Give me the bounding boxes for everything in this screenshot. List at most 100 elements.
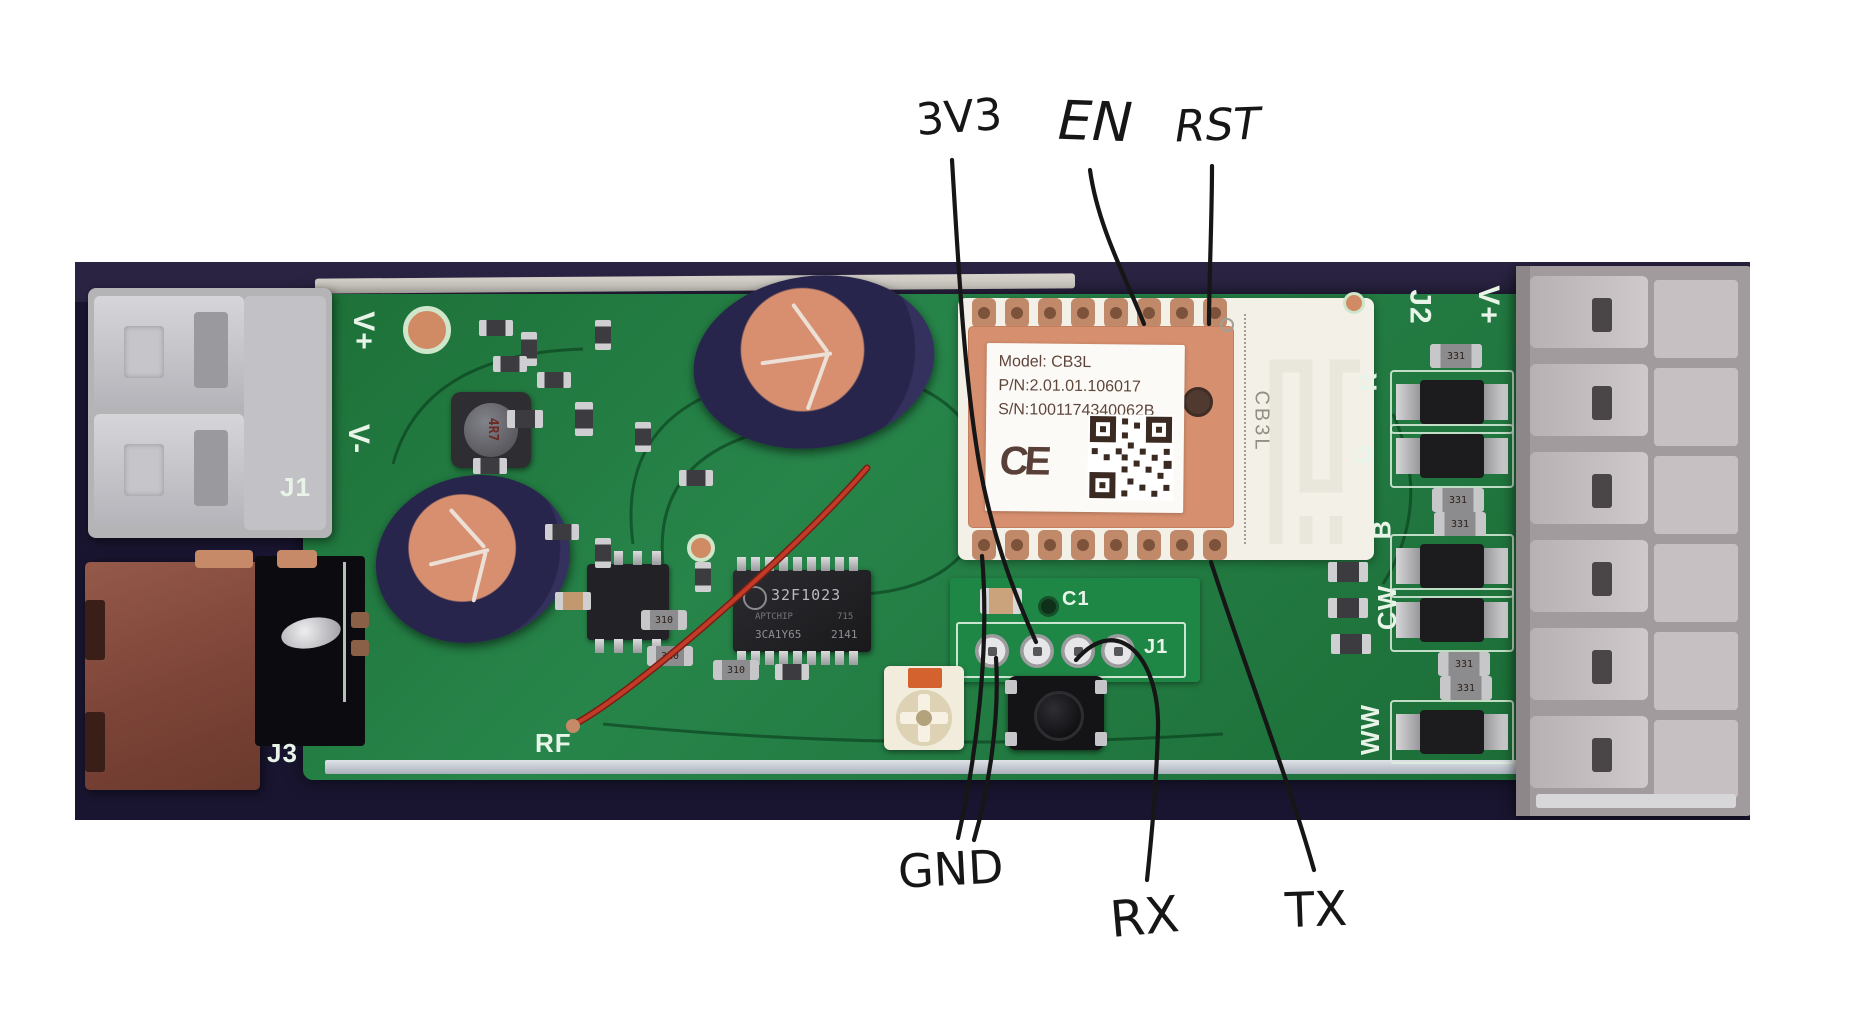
terminal-lever <box>1530 628 1648 700</box>
mosfet-pad <box>1484 438 1508 474</box>
lever-notch <box>124 326 164 378</box>
module-pin-bottom <box>1071 530 1095 560</box>
pin-hole <box>978 539 990 551</box>
module-pin-bottom-tx <box>1203 530 1227 560</box>
silk-outline-box <box>1390 700 1514 764</box>
mosfet-body <box>1420 710 1484 754</box>
channel-mosfet <box>1390 370 1514 434</box>
uart-pad-3v3 <box>975 634 1009 668</box>
pin-hole <box>1011 539 1023 551</box>
mosfet-body <box>1420 380 1484 424</box>
module-label-sticker: Model: CB3L P/N:2.01.01.106017 S/N:10011… <box>985 342 1185 514</box>
mosfet-pad <box>1484 548 1508 584</box>
smd-resistor <box>473 458 507 474</box>
button-clip <box>1095 732 1107 746</box>
mounting-hole <box>403 306 451 354</box>
smd-resistor-331: 331 <box>1430 344 1482 368</box>
pin-hole <box>1077 307 1089 319</box>
module-dotted-divider <box>1244 314 1246 544</box>
mcu-marking-1: 32F1023 <box>771 586 842 604</box>
cb3l-wifi-module: Model: CB3L P/N:2.01.01.106017 S/N:10011… <box>958 298 1374 560</box>
ic-pin <box>779 651 788 665</box>
terminal-block-cell <box>1654 720 1738 798</box>
pin-hole <box>1011 307 1023 319</box>
connector-ridge <box>85 600 105 660</box>
lever-notch <box>124 444 164 496</box>
ic-pin <box>614 551 623 565</box>
ic-pin <box>633 551 642 565</box>
smd-resistor <box>635 422 651 452</box>
pin-hole <box>1077 539 1089 551</box>
pin-hole <box>1176 307 1188 319</box>
red-wire <box>566 464 871 733</box>
silk-outline-box <box>1390 588 1514 652</box>
mcu-logo <box>743 586 767 610</box>
silkscreen-c1: C1 <box>1062 588 1090 610</box>
smd-resistor <box>775 664 809 680</box>
terminal-lever <box>94 414 244 526</box>
rotor-center <box>916 710 932 726</box>
copper-pad <box>195 550 253 568</box>
module-pin-bottom <box>1104 530 1128 560</box>
silk-divider-line <box>343 562 346 702</box>
lever-slot <box>194 430 228 506</box>
smd-resistor-331: 331 <box>1440 676 1492 700</box>
module-pin-bottom <box>972 530 996 560</box>
module-pin-top <box>1104 298 1128 328</box>
mosfet-body <box>1420 434 1484 478</box>
ic-pin <box>793 651 802 665</box>
ic-pin <box>737 651 746 665</box>
line-gnd-a <box>955 553 987 841</box>
smd-resistor <box>537 372 571 388</box>
terminal-block-cell <box>1654 632 1738 710</box>
smd-resistor <box>493 356 527 372</box>
pad-center <box>1074 647 1083 656</box>
mosfet-body <box>1420 598 1484 642</box>
brown-connector-j3 <box>85 562 260 790</box>
module-pin-bottom <box>1005 530 1029 560</box>
smd-resistor <box>545 524 579 540</box>
via-hole <box>1343 292 1365 314</box>
line-3v3 <box>949 157 1039 645</box>
terminal-block-cell <box>1654 544 1738 622</box>
module-fiducial-ring <box>1220 318 1234 332</box>
ic-pin <box>835 651 844 665</box>
uart-pad-rx <box>1061 634 1095 668</box>
solder-pad <box>351 640 369 656</box>
terminal-lever <box>1530 364 1648 436</box>
module-pin-top <box>1170 298 1194 328</box>
module-pin-top <box>972 298 996 328</box>
qr-code <box>1087 414 1175 501</box>
line-rst <box>1206 163 1215 327</box>
smd-resistor <box>595 320 611 350</box>
mcu-marking-2b: 715 <box>837 612 854 622</box>
mosfet-pad <box>1484 602 1508 638</box>
module-pin-bottom <box>1137 530 1161 560</box>
module-pin-top <box>1038 298 1062 328</box>
ic-pin <box>751 557 760 571</box>
smd-resistor-310: 310 <box>641 610 687 630</box>
pad-center <box>1114 647 1123 656</box>
ic-pin <box>807 557 816 571</box>
mosfet-pad <box>1396 438 1420 474</box>
ic-pin <box>652 551 661 565</box>
pad-center <box>988 647 997 656</box>
pin-hole <box>1143 539 1155 551</box>
ic-pin <box>751 651 760 665</box>
channel-edge-strip <box>325 760 1525 774</box>
ic-pin <box>849 557 858 571</box>
terminal-block-cell <box>1654 456 1738 534</box>
silkscreen-j3: J3 <box>267 738 298 768</box>
smd-resistor <box>679 470 713 486</box>
smd-capacitor <box>555 592 591 610</box>
ic-pin <box>821 651 830 665</box>
mcu-marking-3b: 2141 <box>831 628 858 641</box>
via-hole <box>1038 596 1059 617</box>
smd-resistor-310: 310 <box>713 660 759 680</box>
pin-hole <box>1143 307 1155 319</box>
trimmer-rotor <box>896 690 952 746</box>
connector-ridge <box>85 712 105 772</box>
module-pin-top <box>1071 298 1095 328</box>
terminal-lever <box>94 296 244 408</box>
